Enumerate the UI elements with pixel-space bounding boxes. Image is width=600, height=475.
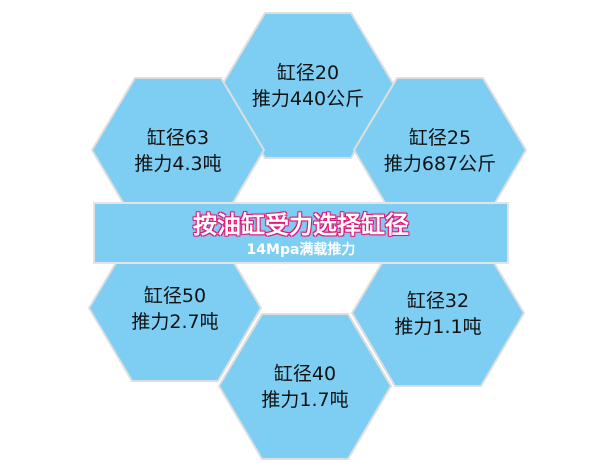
thrust-label: 推力1.1吨 xyxy=(394,315,482,338)
hexagon-bore-40: 缸径40 推力1.7吨 xyxy=(218,313,392,460)
thrust-label: 推力4.3吨 xyxy=(134,152,222,175)
bore-label: 缸径32 xyxy=(406,289,470,312)
center-title-band: 按油缸受力选择缸径 14Mpa满载推力 xyxy=(93,202,509,264)
bore-label: 缸径25 xyxy=(408,126,472,149)
bore-label: 缸径63 xyxy=(146,126,210,149)
bore-label: 缸径50 xyxy=(143,284,207,307)
center-title: 按油缸受力选择缸径 xyxy=(193,211,409,239)
center-subtitle: 14Mpa满载推力 xyxy=(246,242,356,258)
hexagon-bore-63: 缸径63 推力4.3吨 xyxy=(91,77,265,224)
bore-label: 缸径40 xyxy=(273,362,337,385)
bore-label: 缸径20 xyxy=(276,61,340,84)
hexagon-bore-50: 缸径50 推力2.7吨 xyxy=(88,235,262,382)
hexagon-bore-20: 缸径20 推力440公斤 xyxy=(221,12,395,159)
hexagon-bore-32: 缸径32 推力1.1吨 xyxy=(351,240,525,387)
thrust-label: 推力1.7吨 xyxy=(261,388,349,411)
hexagon-bore-25: 缸径25 推力687公斤 xyxy=(353,77,527,224)
thrust-label: 推力687公斤 xyxy=(383,152,497,175)
thrust-label: 推力440公斤 xyxy=(251,87,365,110)
thrust-label: 推力2.7吨 xyxy=(131,310,219,333)
